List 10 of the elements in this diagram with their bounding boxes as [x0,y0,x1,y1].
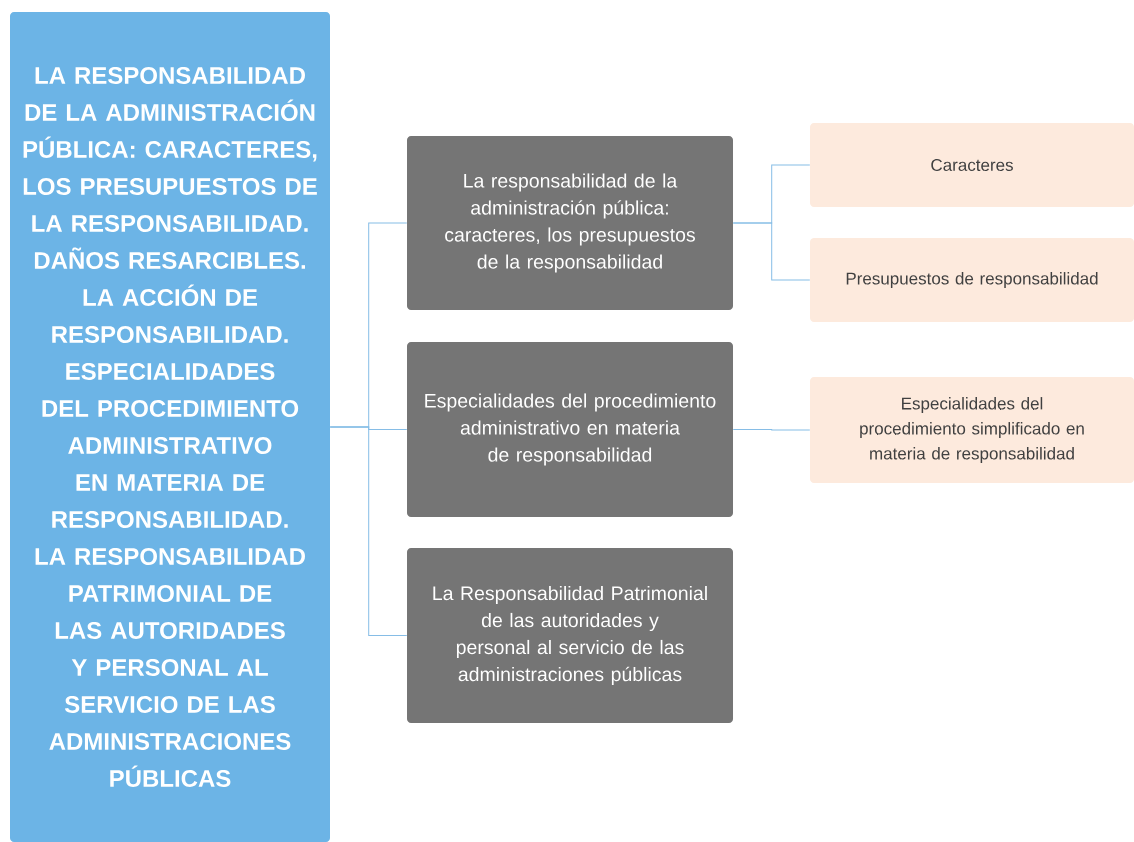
title-box: LA RESPONSABILIDAD DE LA ADMINISTRACIÓN PÚBLICA: CARACTERES, LOS PRESUPUESTOS DE LA RESPONSABILIDAD. DAÑOS RESARCIBLES. LA ACCIÓN DE RESPONSABILIDAD. ESPECIALIDADES DEL PROCEDIMIENTO ADMINISTRATIVO EN MATERIA DE RESPONSABILIDAD. LA RESPONSABILIDAD PATRIMONIAL DE LAS AUTORIDADES Y PERSONAL AL SERVICIO DE LAS ADMINISTRACIONES PÚBLICAS [10,12,330,842]
subtopic-box: Caracteres [810,123,1134,207]
topic-box: Especialidades del procedimiento administrativo en materia de responsabilidad [407,342,733,517]
connector [732,429,811,431]
subtopic-box: Especialidades del procedimiento simplificado en materia de responsabilidad [810,377,1134,483]
connector [732,222,811,281]
connector [329,426,408,636]
topic-box: La responsabilidad de la administración pública: caracteres, los presupuestos de la responsabilidad [407,136,733,310]
subtopic-box: Presupuestos de responsabilidad [810,238,1134,322]
topic-box: La Responsabilidad Patrimonial de las autoridades y personal al servicio de las administraciones públicas [407,548,733,723]
